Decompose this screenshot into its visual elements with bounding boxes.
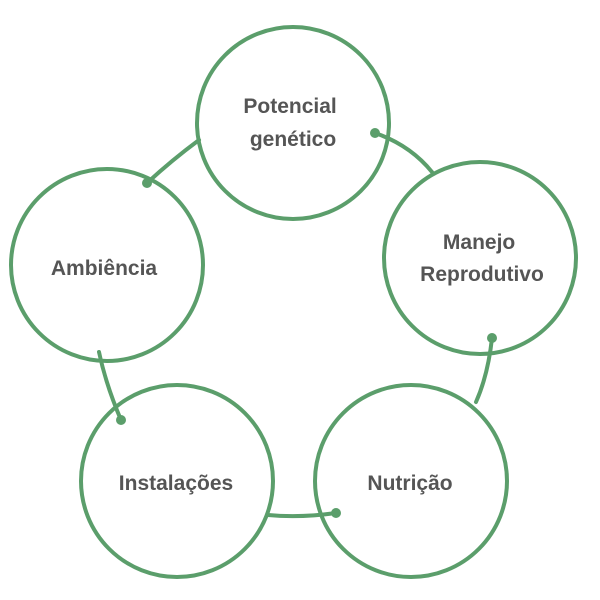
connector-instalacoes-ambiencia [97,350,123,422]
circle-instalacoes [79,383,275,579]
label-potencial-genetico: Potencial genético [243,95,342,151]
label-nutricao-line-1: Nutrição [367,472,452,495]
dot-manejo [487,333,497,343]
label-manejo-line-1: Manejo [443,231,515,254]
label-potencial-line-2: genético [250,128,336,151]
connectors [97,131,494,519]
label-instalacoes-line-1: Instalações [119,472,233,495]
connector-manejo-nutricao [474,336,494,404]
label-manejo-line-2: Reprodutivo [420,263,544,286]
connector-nutricao-instalacoes [266,511,338,519]
labels: Potencial genético Manejo Reprodutivo Nu… [51,95,544,495]
circles [9,25,578,579]
connector-ambiencia-potencial [145,138,201,185]
label-instalacoes: Instalações [119,472,233,495]
circle-manejo-reprodutivo [382,160,578,356]
circle-ambiencia [9,167,205,363]
dot-ambiencia [142,178,152,188]
dot-potencial [370,128,380,138]
connector-potencial-manejo [373,131,434,174]
label-manejo-reprodutivo: Manejo Reprodutivo [420,231,544,286]
label-potencial-line-1: Potencial [243,95,336,118]
dot-instalacoes [116,415,126,425]
label-ambiencia-line-1: Ambiência [51,257,158,280]
dot-nutricao [331,508,341,518]
label-ambiencia: Ambiência [51,257,158,280]
circle-nutricao [313,383,509,579]
label-nutricao: Nutrição [367,472,452,495]
circle-potencial-genetico [195,25,391,221]
connector-dots [116,128,497,518]
